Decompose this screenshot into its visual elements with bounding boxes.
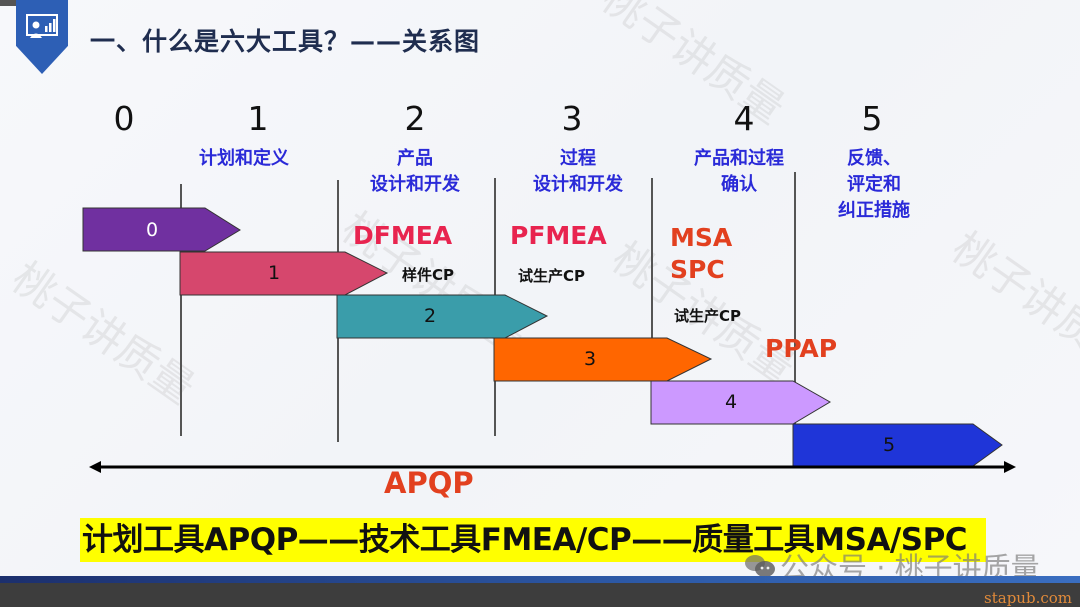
phase-divider (180, 184, 182, 436)
phase-number-4: 4 (733, 99, 755, 138)
bar-5-label: 5 (883, 434, 896, 456)
phase-label-2-line1: 产品 (397, 148, 433, 169)
phase-label-2-line2: 设计和开发 (370, 174, 460, 195)
axis-label-apqp: APQP (384, 466, 474, 500)
bar-1 (179, 251, 389, 296)
bar-1-label: 1 (268, 262, 281, 284)
phase-label-4-line2: 确认 (721, 174, 757, 195)
phase-label-2: 产品 设计和开发 (355, 146, 475, 198)
bar-4 (650, 380, 831, 425)
phase-label-3-line2: 设计和开发 (533, 174, 623, 195)
footer-bar (0, 583, 1080, 607)
trial-cp-label-1: 试生产CP (518, 267, 586, 285)
phase-divider (651, 178, 653, 424)
wechat-icon (745, 555, 775, 577)
tool-pfmea: PFMEA (510, 221, 607, 250)
phase-number-5: 5 (861, 99, 883, 138)
tool-msa: MSA (670, 223, 733, 252)
summary-banner: 计划工具APQP——技术工具FMEA/CP——质量工具MSA/SPC (80, 518, 986, 562)
page-title: 一、什么是六大工具？——关系图 (90, 27, 481, 56)
phase-label-3: 过程 设计和开发 (518, 146, 638, 198)
tool-ppap: PPAP (765, 334, 838, 363)
phase-number-1: 1 (247, 99, 269, 138)
phase-label-4: 产品和过程 确认 (680, 146, 798, 198)
bar-3-label: 3 (584, 348, 597, 370)
presentation-chart-icon (26, 14, 58, 38)
phase-number-3: 3 (561, 99, 583, 138)
phase-label-5-line1: 反馈、 (847, 148, 901, 169)
phase-label-5: 反馈、 评定和 纠正措施 (826, 146, 922, 224)
phase-number-2: 2 (404, 99, 426, 138)
phase-label-5-line3: 纠正措施 (838, 200, 910, 221)
footer-accent-line (0, 576, 1080, 583)
phase-label-4-line1: 产品和过程 (694, 148, 784, 169)
tool-spc: SPC (670, 255, 725, 284)
phase-label-5-line2: 评定和 (847, 174, 901, 195)
site-watermark: stapub.com (984, 589, 1072, 607)
bar-2-label: 2 (424, 305, 437, 327)
phase-label-1: 计划和定义 (199, 148, 289, 169)
bar-3 (493, 337, 713, 382)
tool-dfmea: DFMEA (353, 221, 453, 250)
trial-cp-label-2: 试生产CP (674, 307, 742, 325)
phase-divider (794, 172, 796, 424)
bar-4-label: 4 (725, 391, 738, 413)
sample-cp-label: 样件CP (402, 266, 455, 284)
bar-2 (336, 294, 549, 339)
bar-0-label: 0 (146, 219, 159, 241)
phase-label-3-line1: 过程 (560, 148, 596, 169)
bar-5 (792, 423, 1003, 467)
phase-number-0: 0 (113, 99, 135, 138)
bar-0 (82, 207, 241, 252)
